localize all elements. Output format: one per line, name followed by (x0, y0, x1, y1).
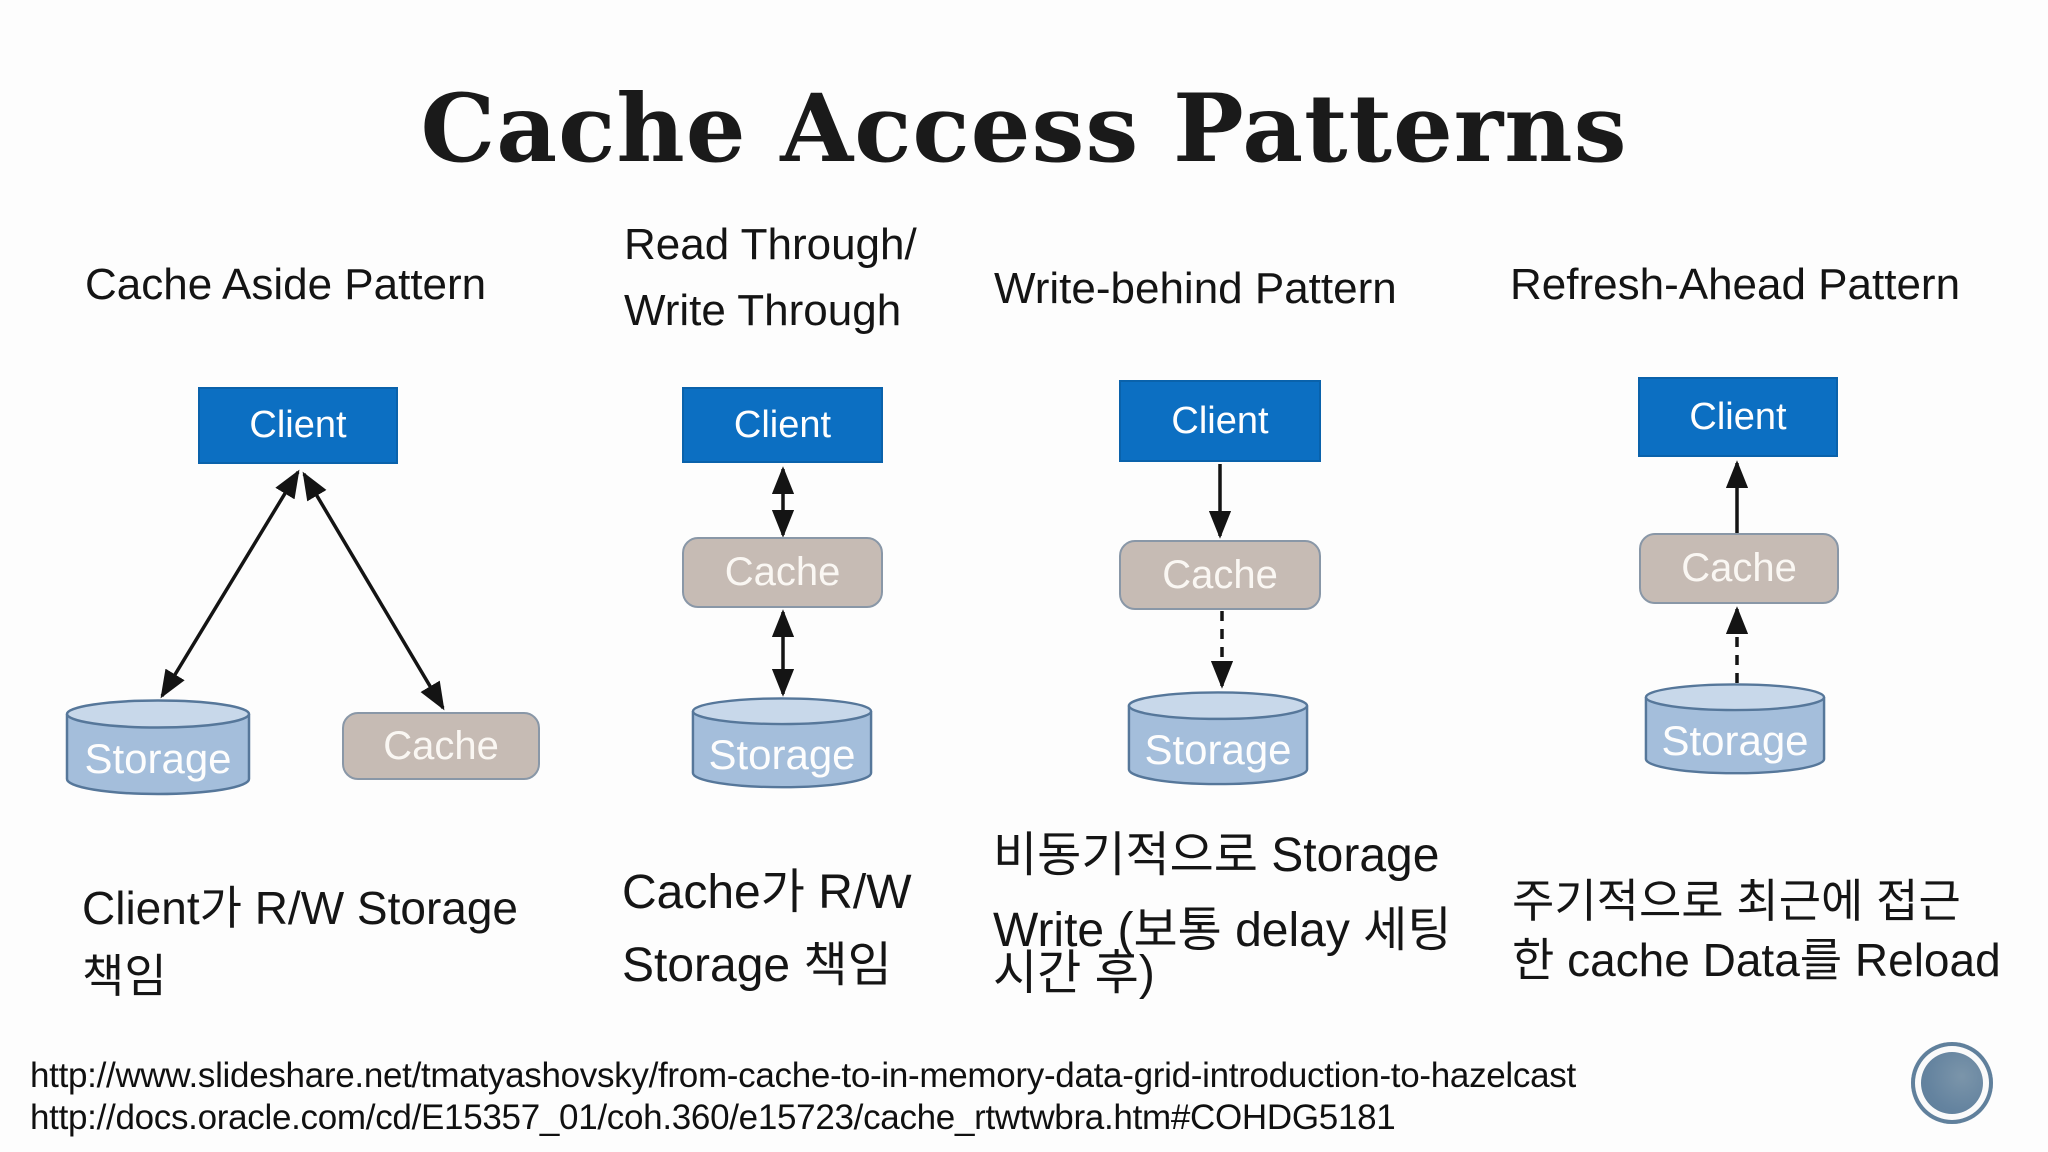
description-line: 책임 (82, 950, 167, 1002)
client-label: Client (1689, 395, 1787, 438)
cylinder-shape (1127, 691, 1309, 786)
pattern-title-read-write-through: Read Through/ Write Through (624, 212, 917, 344)
description-line: Storage 책임 (622, 939, 892, 992)
cylinder-shape (1644, 683, 1826, 775)
cylinder-shape (65, 699, 251, 796)
storage-cylinder-cache-aside: Storage (64, 698, 252, 798)
description-line: 주기적으로 최근에 접근 (1512, 875, 1961, 927)
storage-label: Storage (1661, 716, 1809, 764)
watermark-circle-logo (1911, 1042, 1993, 1124)
description-line: Write (보통 delay 세팅 (993, 904, 1452, 957)
pattern-title-line: Write Through (624, 286, 902, 335)
client-storage-double-arrow (160, 469, 300, 699)
storage-label: Storage (84, 735, 232, 782)
pattern-title-line: Cache Aside Pattern (85, 260, 487, 309)
pattern-title-line: Write-behind Pattern (994, 264, 1397, 313)
description-line: Client가 R/W Storage (82, 882, 519, 934)
cache-storage-double-arrow (771, 609, 795, 697)
cache-aside-double-arrows (160, 469, 445, 711)
client-label: Client (249, 404, 347, 446)
pattern-title-line: Refresh-Ahead Pattern (1510, 260, 1961, 309)
cache-label: Cache (383, 723, 499, 768)
storage-label: Storage (708, 730, 856, 778)
client-cache-arrow-down (1208, 464, 1232, 539)
source-link-slideshare: http://www.slideshare.net/tmatyashovsky/… (30, 1056, 1576, 1095)
cache-node-write-behind: Cache (1119, 540, 1321, 610)
client-cache-double-arrow (771, 466, 795, 538)
storage-cache-dashed-arrow-up (1725, 606, 1749, 683)
storage-cylinder-read-write-through: Storage (690, 696, 874, 791)
cylinder-shape (691, 697, 873, 789)
description-line: Cache가 R/W (622, 866, 912, 919)
cache-label: Cache (1162, 552, 1278, 597)
slide-title: Cache Access Patterns (420, 74, 1628, 184)
cache-node-cache-aside: Cache (342, 712, 540, 780)
pattern-title-write-behind: Write-behind Pattern (994, 256, 1397, 322)
client-label: Client (733, 403, 832, 446)
cache-label: Cache (724, 550, 841, 594)
description-line: 비동기적으로 Storage (993, 829, 1440, 882)
pattern-description-refresh-ahead: 주기적으로 최근에 접근 한 cache Data를 Reload (1512, 872, 2001, 990)
cache-storage-dashed-arrow-down (1210, 611, 1234, 689)
client-node-refresh-ahead: Client (1638, 377, 1838, 457)
storage-cylinder-write-behind: Storage (1126, 690, 1310, 788)
cache-node-refresh-ahead: Cache (1639, 533, 1839, 604)
pattern-description-read-write-through: Cache가 R/W Storage 책임 (622, 856, 912, 1002)
cache-label: Cache (1681, 546, 1797, 590)
pattern-title-refresh-ahead: Refresh-Ahead Pattern (1510, 252, 1960, 318)
client-cache-double-arrow (302, 471, 445, 711)
pattern-description-write-behind: 비동기적으로 Storage Write (보통 delay 세팅 시간 후) (993, 832, 1452, 998)
description-line: 한 cache Data를 Reload (1512, 934, 2001, 986)
client-label: Client (1171, 399, 1269, 442)
storage-cylinder-refresh-ahead: Storage (1643, 682, 1827, 777)
client-node-cache-aside: Client (198, 387, 398, 464)
description-line: 시간 후) (993, 947, 1155, 1000)
client-node-read-write-through: Client (682, 387, 883, 463)
cache-node-read-write-through: Cache (682, 537, 883, 608)
pattern-description-cache-aside: Client가 R/W Storage 책임 (82, 874, 518, 1010)
client-node-write-behind: Client (1119, 380, 1321, 462)
cache-client-arrow-up (1725, 460, 1749, 537)
storage-label: Storage (1144, 726, 1292, 773)
source-link-oracle-docs: http://docs.oracle.com/cd/E15357_01/coh.… (30, 1098, 1396, 1137)
pattern-title-line: Read Through/ (624, 220, 917, 269)
pattern-title-cache-aside: Cache Aside Pattern (85, 252, 486, 318)
